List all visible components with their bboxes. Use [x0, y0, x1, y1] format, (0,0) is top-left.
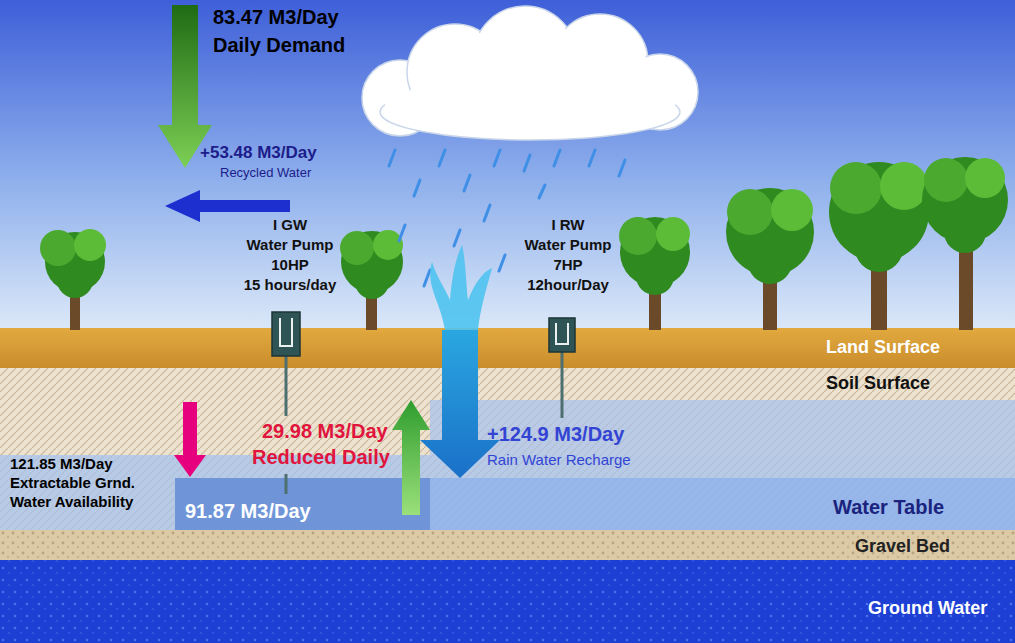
- water-splash: [430, 245, 492, 330]
- tree: [40, 229, 106, 330]
- tree: [340, 230, 403, 330]
- layer-name: Water Table: [833, 496, 944, 519]
- tree: [619, 217, 690, 330]
- pump-label: 7HP: [553, 256, 582, 273]
- rise-arrow: [392, 400, 430, 515]
- pump-label: Water Pump: [247, 236, 334, 253]
- layer-name: Soil Surface: [826, 373, 930, 394]
- availability-label: Water Availability: [10, 493, 133, 510]
- recycled-value: +53.48 M3/Day: [200, 143, 317, 163]
- rain-drops: [389, 150, 625, 286]
- reduced-caption: Reduced Daily: [252, 446, 390, 469]
- recharge-value: +124.9 M3/Day: [487, 423, 624, 446]
- availability-label: 121.85 M3/Day: [10, 455, 113, 472]
- pump-label: I RW: [551, 216, 584, 233]
- tree: [726, 188, 814, 330]
- tree: [922, 157, 1008, 330]
- pump-label: 15 hours/day: [244, 276, 337, 293]
- recycled-arrow: [165, 190, 290, 222]
- reduced-arrow: [174, 402, 206, 477]
- pump-label: 12hour/Day: [527, 276, 609, 293]
- cloud: [362, 6, 698, 140]
- rw-pump: [549, 318, 575, 418]
- demand-value: 83.47 M3/Day: [213, 6, 339, 29]
- pump-label: I GW: [273, 216, 307, 233]
- layer-name: Gravel Bed: [855, 536, 950, 557]
- layer-name: Land Surface: [826, 337, 940, 358]
- pump-label: Water Pump: [525, 236, 612, 253]
- remaining-value: 91.87 M3/Day: [185, 500, 311, 523]
- reduced-value: 29.98 M3/Day: [262, 420, 388, 443]
- availability-label: Extractable Grnd.: [10, 474, 135, 491]
- layer-name: Ground Water: [868, 598, 987, 619]
- demand-caption: Daily Demand: [213, 34, 345, 57]
- recharge-caption: Rain Water Recharge: [487, 451, 631, 468]
- tree: [829, 162, 929, 330]
- pump-label: 10HP: [271, 256, 309, 273]
- recycled-caption: Recycled Water: [220, 166, 311, 181]
